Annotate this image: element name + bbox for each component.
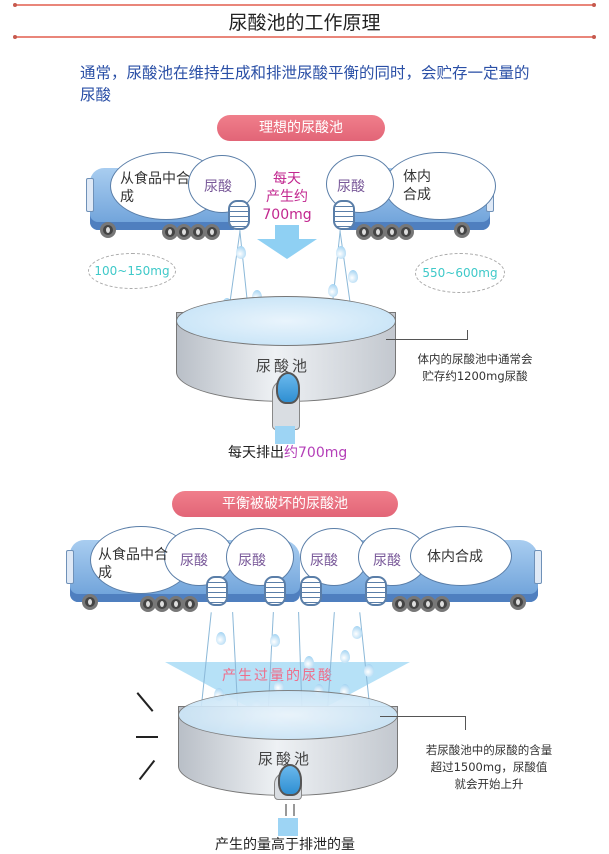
imbalanced-section-title: 平衡被破坏的尿酸池	[172, 491, 398, 517]
ideal-section-title: 理想的尿酸池	[217, 115, 385, 141]
faucet-icon	[276, 372, 300, 404]
right-amount-bubble: 550~600mg	[415, 253, 505, 293]
page-title: 尿酸池的工作原理	[228, 12, 381, 34]
title-rule	[13, 35, 596, 39]
ideal-pool-note: 体内的尿酸池中通常会 贮存约1200mg尿酸	[417, 352, 533, 383]
daily-production-label: 每天 产生约 700mg	[262, 171, 312, 223]
excretion-caption: 每天排出约700mg	[228, 445, 348, 461]
imbalanced-pool-note: 若尿酸池中的尿酸的含量 超过1500mg，尿酸值 就会开始上升	[425, 743, 553, 791]
left-amount-bubble: 100~150mg	[88, 253, 176, 289]
pool-label: 尿酸池	[256, 357, 311, 375]
intro-text: 通常，尿酸池在维持生成和排泄尿酸平衡的同时，会贮存一定量的尿酸	[80, 64, 530, 104]
excess-label: 产生过量的尿酸	[222, 668, 334, 684]
right-bus-label: 体内合成	[403, 169, 431, 203]
left-bus-tank-label: 尿酸	[204, 179, 232, 195]
top-rule	[13, 3, 596, 7]
right-hose	[333, 200, 355, 230]
left-bus-label: 从食品中合成	[120, 171, 190, 205]
right-bus-overloaded-label: 体内合成	[427, 549, 483, 565]
down-arrow-icon	[257, 225, 317, 259]
pool-label-overflowing: 尿酸池	[258, 750, 313, 768]
bottom-caption: 产生的量高于排泄的量	[215, 837, 355, 853]
left-bus-overloaded-label: 从食品中合成	[98, 547, 168, 581]
right-bus-tank-label: 尿酸	[337, 179, 365, 195]
faucet-icon-overflowing	[278, 764, 302, 796]
left-hose	[228, 200, 250, 230]
